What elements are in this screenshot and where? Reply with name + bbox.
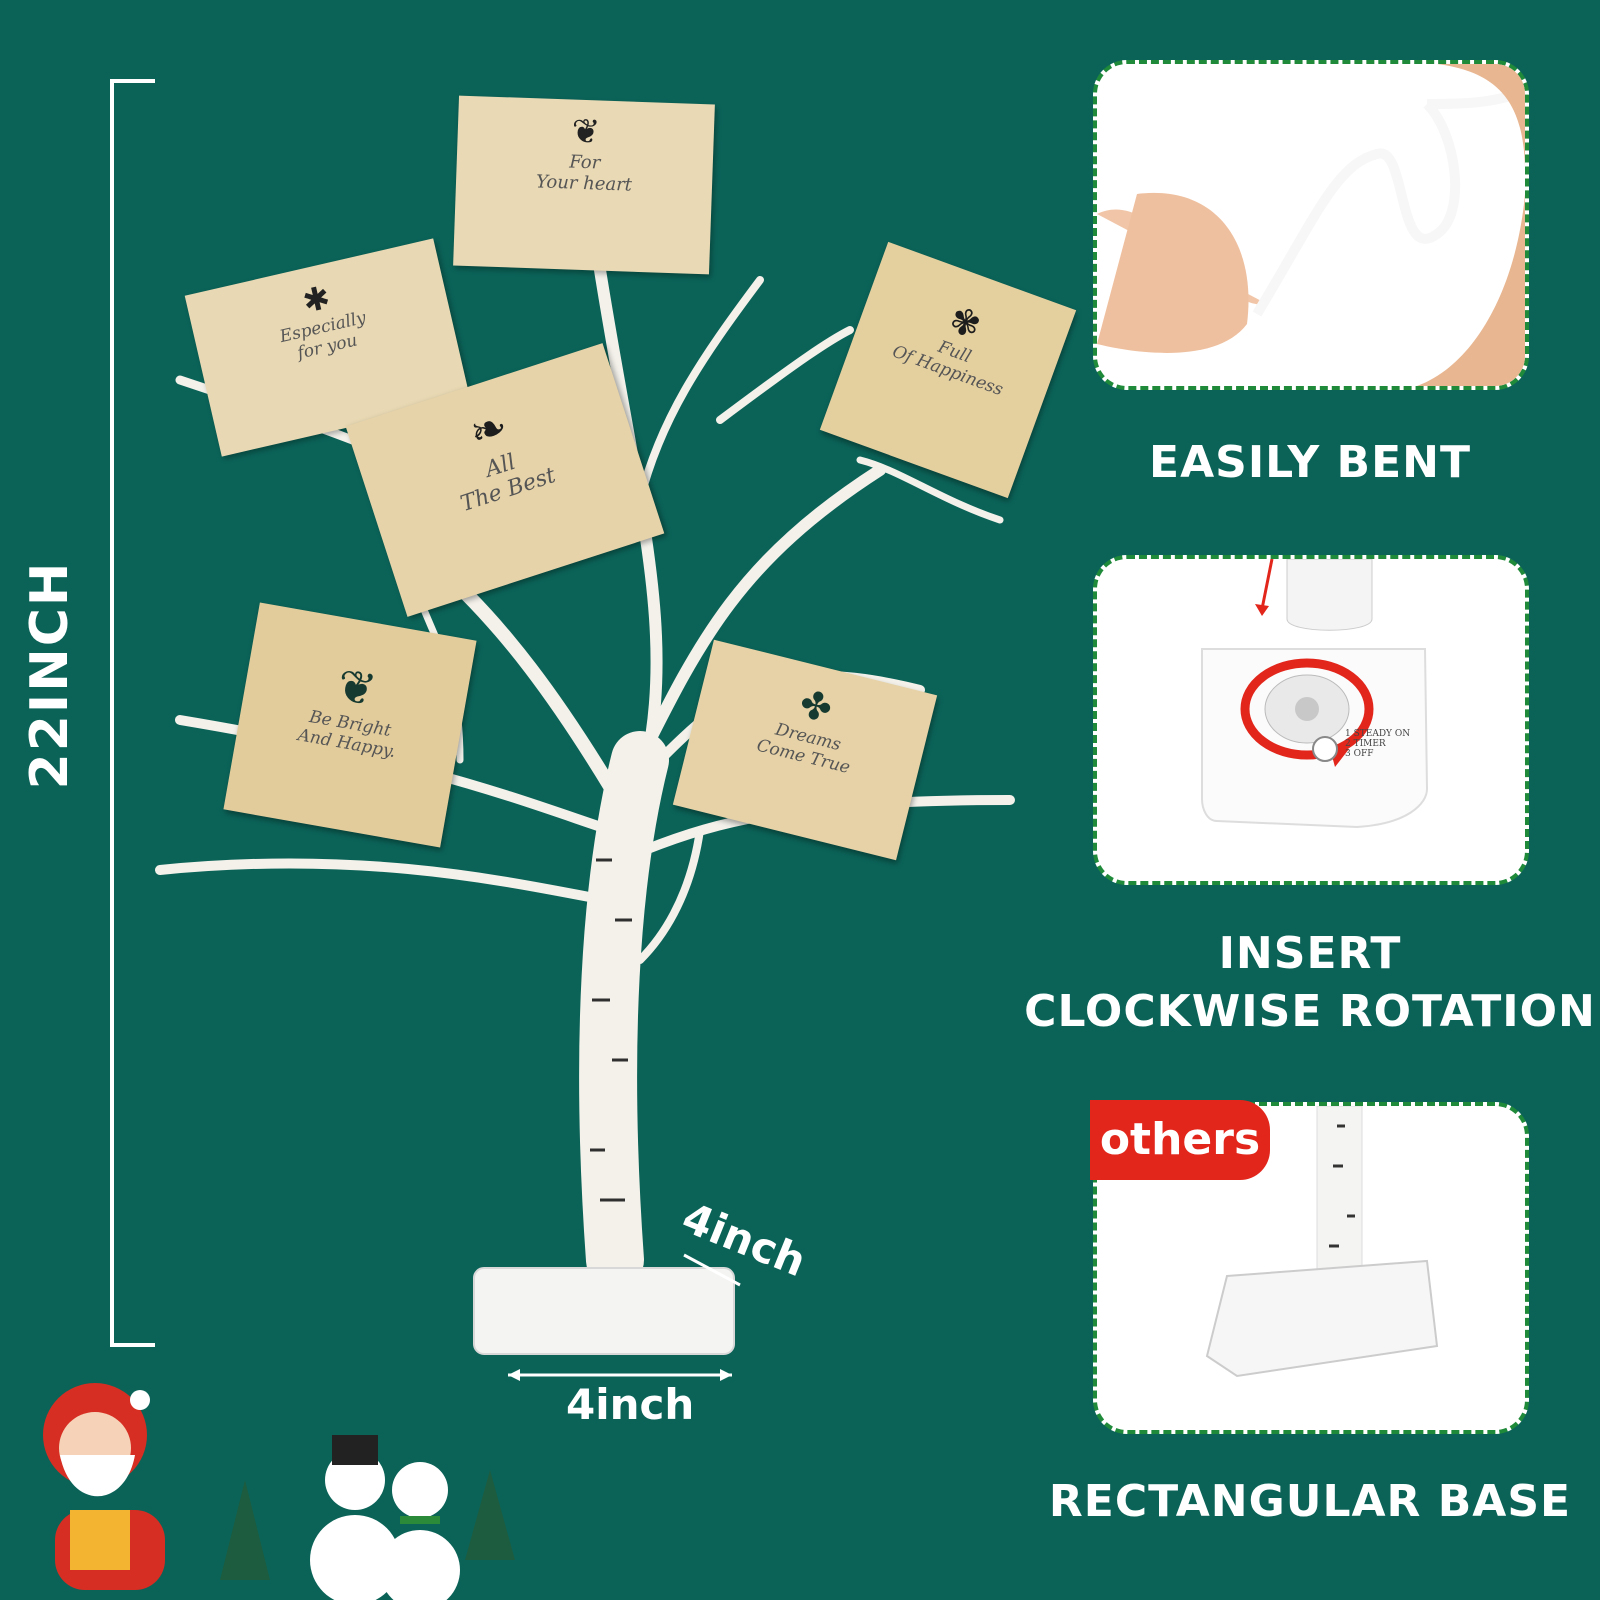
base-socket-photo bbox=[1201, 559, 1429, 829]
easily-bent-caption: EASILY BENT bbox=[1149, 437, 1471, 488]
control-label: 1 STEADY ON bbox=[1345, 729, 1411, 739]
easily-bent-panel bbox=[1093, 60, 1529, 390]
bent-branch-photo bbox=[1097, 64, 1525, 386]
base-control-labels: 1 STEADY ON 2 TIMER 3 OFF bbox=[1345, 729, 1410, 759]
depth-arrow bbox=[683, 1253, 741, 1287]
insert-caption-line1: INSERT bbox=[1218, 928, 1402, 979]
rectangular-base-caption: RECTANGULAR BASE bbox=[1048, 1476, 1572, 1527]
trunk-bark-marks bbox=[590, 858, 632, 1202]
control-label: 2 TIMER bbox=[1345, 739, 1386, 749]
snowman-icon bbox=[310, 1435, 460, 1600]
width-label: 4inch bbox=[566, 1380, 695, 1429]
control-label: 3 OFF bbox=[1345, 749, 1374, 759]
others-badge: others bbox=[1090, 1100, 1270, 1180]
pine-tree-icon bbox=[220, 1470, 515, 1580]
greeting-card: ❦ For Your heart bbox=[453, 95, 715, 275]
rectangular-base-panel bbox=[1093, 1102, 1529, 1434]
insert-caption: INSERT CLOCKWISE ROTATION bbox=[1020, 925, 1600, 1041]
height-bracket bbox=[110, 79, 155, 1347]
greeting-card: ❦ Be Bright And Happy. bbox=[223, 602, 477, 848]
insert-arrow-icon bbox=[1260, 559, 1274, 610]
tree-base bbox=[473, 1267, 735, 1355]
rectangular-base-photo bbox=[1205, 1106, 1439, 1378]
holiday-decorations bbox=[43, 1383, 515, 1600]
santa-icon bbox=[43, 1383, 165, 1590]
insert-caption-line2: CLOCKWISE ROTATION bbox=[1024, 986, 1596, 1037]
power-button-icon bbox=[1312, 736, 1338, 762]
insert-rotation-panel: 1 STEADY ON 2 TIMER 3 OFF bbox=[1093, 555, 1529, 885]
